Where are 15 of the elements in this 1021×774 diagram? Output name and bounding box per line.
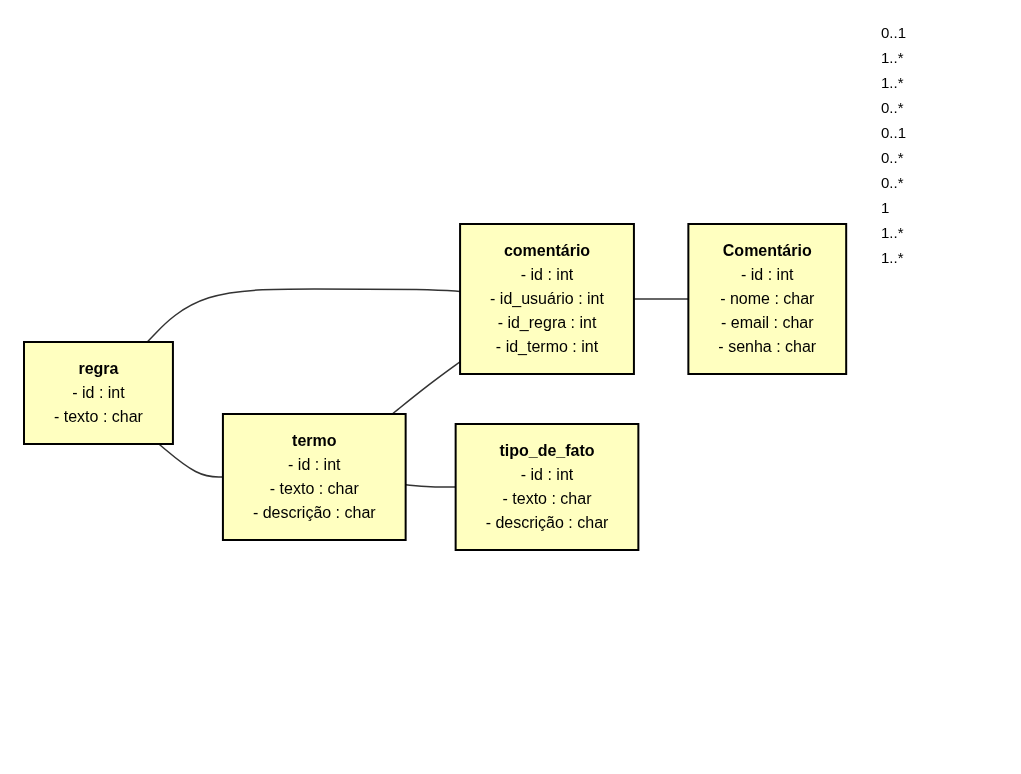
multiplicity-label: 0..* [881, 149, 904, 166]
node-box: comentário - id : int - id_usuário : int - id_regra : int - id_termo : int [459, 223, 636, 375]
multiplicity-label: 1..* [881, 224, 904, 241]
multiplicity-label: 1..* [881, 249, 904, 266]
multiplicity-label: 0..1 [881, 24, 907, 41]
multiplicity-label: 0..* [881, 99, 904, 116]
node-box: termo - id : int - texto : char - descrição : char [222, 413, 408, 541]
multiplicity-label: 1..* [881, 74, 904, 91]
multiplicity-label: 1 [881, 199, 890, 216]
node-box: regra - id : int - texto : char [23, 341, 175, 445]
multiplicity-label: 0..* [881, 174, 904, 191]
multiplicity-label: 1..* [881, 49, 904, 66]
multiplicity-label: 0..1 [881, 124, 907, 141]
node-box: tipo_de_fato - id : int - texto : char - descrição : char [455, 423, 640, 551]
node-box: Comentário - id : int - nome : char - email : char - senha : char [687, 223, 848, 375]
